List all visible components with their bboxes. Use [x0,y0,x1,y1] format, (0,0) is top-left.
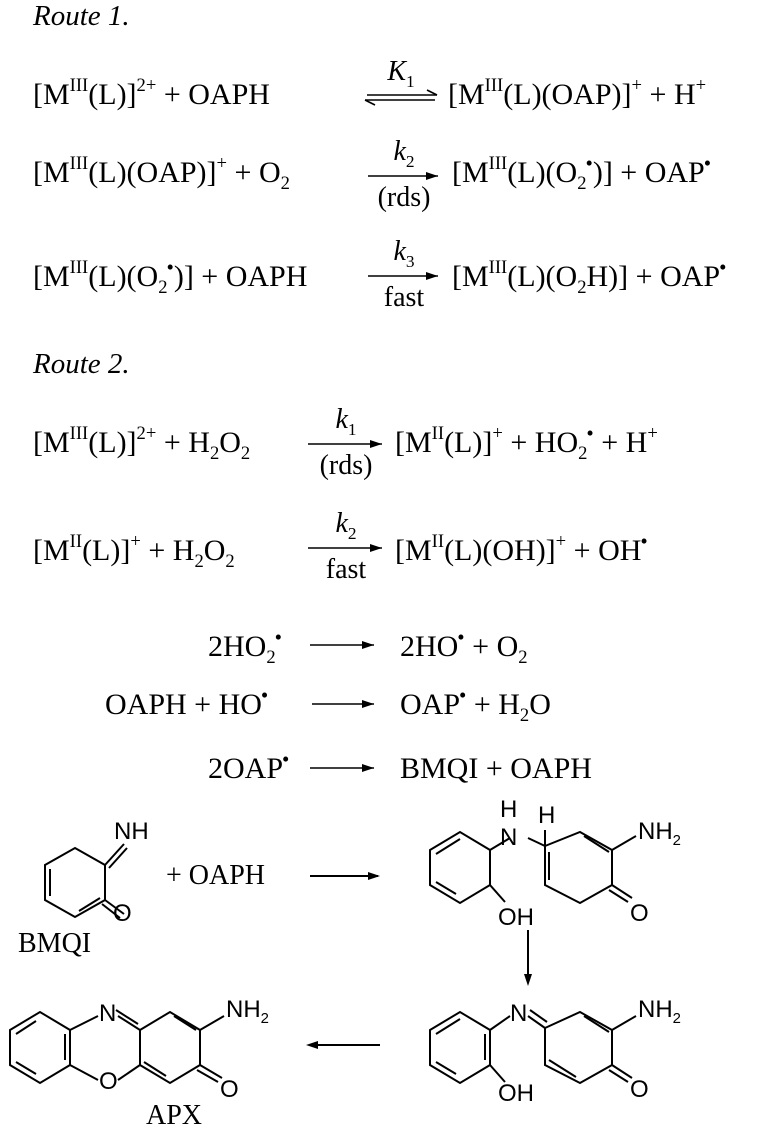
forward-arrow-icon [368,172,438,180]
route2-eq2-products: [MII(L)(OH)]+ + OH• [395,529,648,567]
route2-eq5-arrow [310,764,376,774]
int2-o-label: O [630,1076,649,1103]
apx-structure [9,1009,225,1085]
route2-eq3-reactants: 2HO2• [208,625,282,668]
route1-eq2-reactants: [MIII(L)(OAP)]+ + O2 [33,153,290,194]
route1-eq2-arrow: k2 (rds) [368,138,440,212]
route1-eq3-reactants: [MIII(L)(O2•)] + OAPH [33,255,308,298]
forward-arrow-icon [310,764,374,772]
route2-eq2-condition: fast [325,554,367,585]
plus-oaph-label: + OAPH [166,860,266,891]
route2-eq1-condition: (rds) [319,450,373,481]
route2-eq2-arrow: k2 fast [308,510,384,584]
route1-eq1-products: [MIII(L)(OAP)]+ + H+ [448,75,707,111]
route2-eq1-arrow: k1 (rds) [308,406,384,480]
forward-arrow-icon [308,440,382,448]
apx-n-label: N [99,1000,117,1027]
route1-eq3-arrow: k3 fast [368,238,440,312]
route2-eq2-reactants: [MII(L)]+ + H2O2 [33,531,235,572]
route2-eq3-arrow [310,641,376,651]
int2-nh2-label: NH2 [638,996,681,1027]
route2-title: Route 2. [33,348,130,380]
scheme-arrows [306,872,532,1049]
forward-arrow-icon [308,544,382,552]
route1-title: Route 1. [33,0,130,32]
int1-h-ring-label: H [538,802,556,829]
route1-eq1-constant: K1 [387,56,415,91]
int2-oh-label: OH [498,1080,534,1107]
route1-eq3-condition: fast [383,282,425,313]
route1-eq3-rate-constant: k3 [393,236,415,271]
route2-eq4-products: OAP• + H2O [400,683,551,726]
route1-eq2-products: [MIII(L)(O2•)] + OAP• [452,151,712,194]
mechanism-scheme [9,830,637,1085]
route2-eq1-reactants: [MIII(L)]2+ + H2O2 [33,423,251,464]
bmqi-o-label: O [113,900,132,927]
apx-label: APX [146,1100,203,1131]
route2-eq4-arrow [312,700,376,710]
bmqi-nh-label: NH [114,818,149,845]
forward-arrow-icon [312,700,374,708]
int1-nh2-label: NH2 [638,818,681,849]
forward-arrow-icon [310,641,374,649]
route2-eq4-reactants: OAPH + HO• [105,683,269,721]
int1-o-label: O [630,900,649,927]
route2-eq5-reactants: 2OAP• [208,747,290,785]
route1-eq1-reactants: [MIII(L)]2+ + OAPH [33,75,270,111]
route2-eq3-products: 2HO• + O2 [400,625,528,668]
int1-h-top-label: H [500,796,518,823]
route2-eq1-products: [MII(L)]+ + HO2• + H+ [395,421,658,464]
route2-eq2-rate-constant: k2 [335,508,357,543]
route2-eq1-rate-constant: k1 [335,404,357,439]
apx-o-label: O [220,1076,239,1103]
intermediate-2-structure [429,1009,637,1085]
forward-arrow-icon [368,272,438,280]
bmqi-structure [44,843,128,919]
equilibrium-arrow-icon [364,89,438,106]
route1-eq3-products: [MIII(L)(O2H)] + OAP• [452,255,727,298]
route1-eq1-equilibrium-arrow: K1 [363,58,439,106]
int1-oh-label: OH [498,904,534,931]
int1-n-label: N [500,824,518,851]
intermediate-1-structure [429,830,637,905]
route1-eq2-condition: (rds) [377,182,431,213]
route2-eq5-products: BMQI + OAPH [400,752,592,785]
bmqi-label: BMQI [18,928,92,959]
apx-nh2-label: NH2 [226,996,269,1027]
route1-eq2-rate-constant: k2 [393,136,415,171]
apx-ring-o-label: O [99,1068,118,1095]
int2-n-label: N [510,1000,528,1027]
